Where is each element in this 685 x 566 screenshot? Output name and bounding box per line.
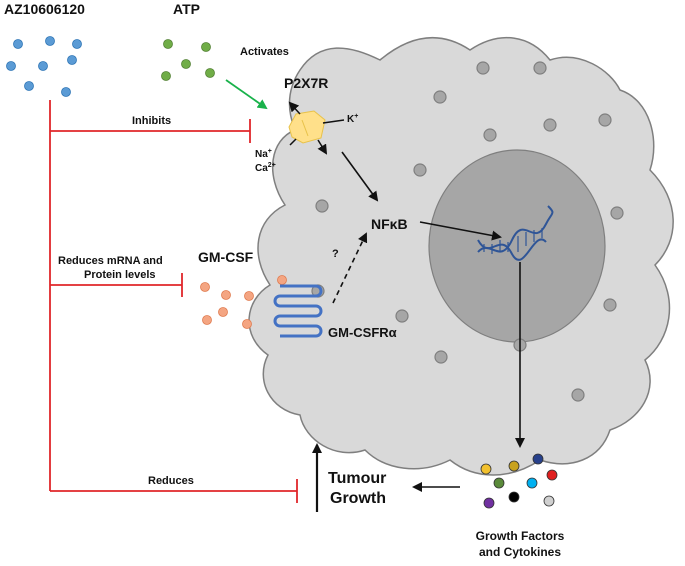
nfkb-to-dna-arrow — [419, 221, 502, 241]
activates-label: Activates — [240, 46, 289, 58]
k-pointer — [322, 119, 345, 124]
k-ion-label: K+ — [347, 113, 358, 125]
atp-molecules — [161, 39, 215, 81]
tumour-growth-label-line1: Tumour — [328, 470, 386, 487]
gmcsfr-label: GM-CSFRα — [328, 325, 397, 340]
ca-influx-arrow — [317, 139, 328, 155]
reduces-mrna-label-line2: Protein levels — [84, 269, 156, 281]
receptor-coil-icon — [273, 284, 323, 338]
nfkb-label: NFκB — [371, 216, 408, 232]
dna-helix-icon — [477, 205, 554, 261]
reduces-mrna-label-line1: Reduces mRNA and — [58, 255, 163, 267]
gmcsfr-to-nfkb-dashed-arrow — [332, 232, 368, 304]
nucleus — [428, 149, 606, 343]
growth-factors-label-line1: Growth Factors — [476, 529, 565, 543]
growth-factor-dots — [480, 453, 558, 509]
drug-molecules — [6, 36, 82, 97]
growth-factors-label-line2: and Cytokines — [479, 545, 561, 559]
gmcsf-molecules — [200, 275, 287, 329]
inhibits-label: Inhibits — [132, 115, 171, 127]
na-ion-label: Na+ — [255, 148, 272, 160]
reduces-label: Reduces — [148, 475, 194, 487]
activation-arrow — [225, 79, 268, 110]
inhibition-network — [49, 100, 298, 503]
k-efflux-arrow — [288, 101, 301, 115]
ca-ion-label: Ca2+ — [255, 162, 276, 174]
tumour-growth-label-line2: Growth — [330, 490, 386, 507]
gmcsf-label: GM-CSF — [198, 249, 254, 265]
p2x7r-label: P2X7R — [284, 75, 328, 91]
drug-label: AZ10606120 — [4, 1, 85, 17]
na-influx-arrow — [289, 138, 297, 146]
unknown-link-label: ? — [332, 248, 339, 260]
atp-label: ATP — [173, 1, 200, 17]
p2x7r-to-nfkb-arrow — [341, 151, 379, 202]
